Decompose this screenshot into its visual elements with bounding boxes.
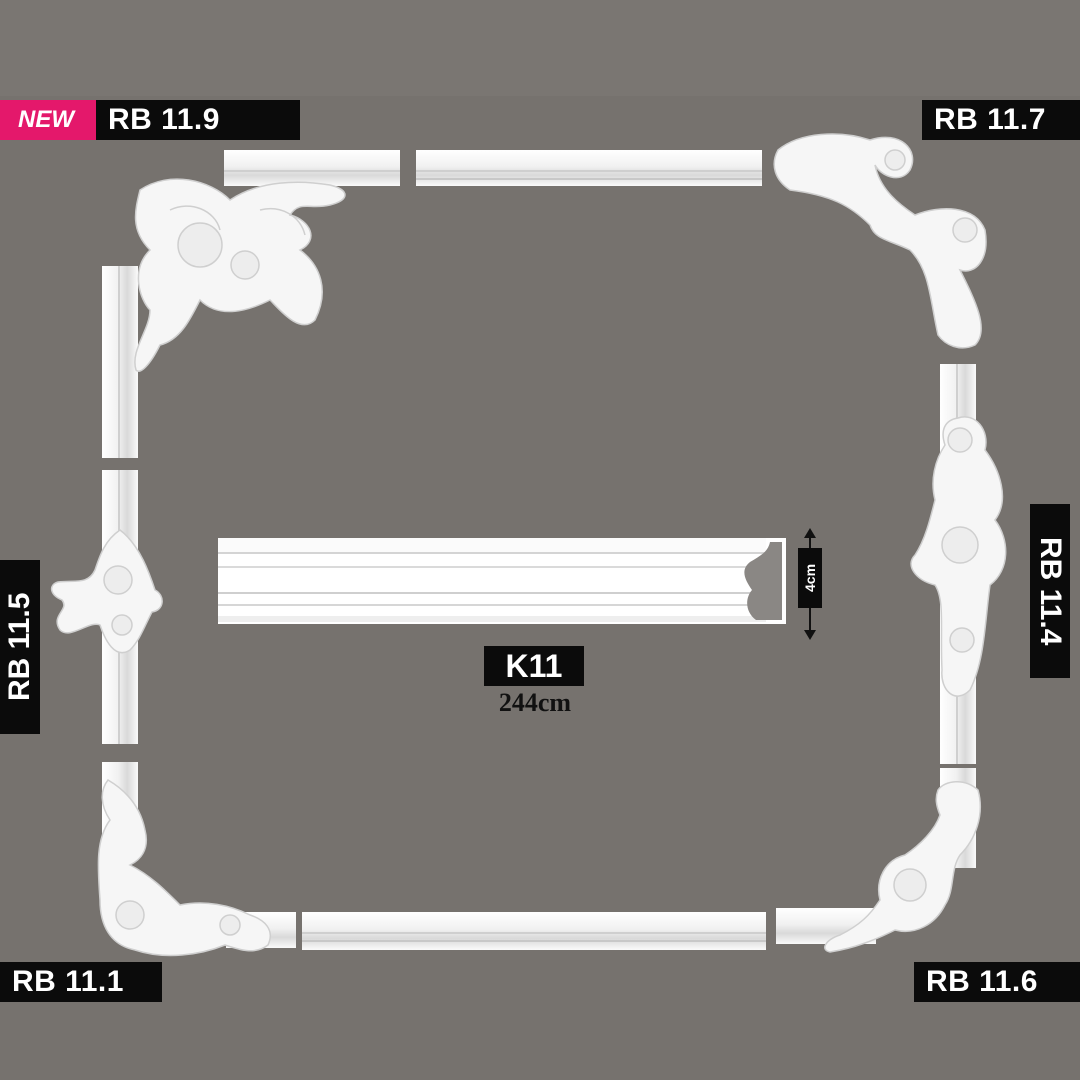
profile-code: K11: [484, 646, 584, 686]
top-left-straight-piece: [224, 150, 400, 186]
label-rb-11-1: RB 11.1: [0, 962, 162, 1002]
k11-profile: [218, 538, 786, 624]
label-rb-11-7: RB 11.7: [922, 100, 1080, 140]
bottom-moulding: [302, 912, 766, 950]
label-rb-11-6: RB 11.6: [914, 962, 1080, 1002]
top-moulding: [416, 150, 762, 186]
top-band: [0, 0, 1080, 96]
ornament-center-icon: [50, 529, 163, 654]
profile-length: 244cm: [498, 688, 572, 717]
label-rb-11-4: RB 11.4: [1030, 504, 1070, 678]
arrow-up-icon: [804, 528, 816, 538]
ornament-corner-icon: [97, 779, 271, 957]
ornament-corner-icon: [824, 781, 982, 953]
arrow-down-icon: [804, 630, 816, 640]
ornament-corner-icon: [134, 178, 346, 372]
label-rb-11-9: RB 11.9: [96, 100, 300, 140]
left-upper-moulding: [102, 266, 138, 458]
ornament-corner-icon: [773, 133, 987, 349]
ornament-center-icon: [910, 416, 1007, 697]
height-label: 4cm: [798, 548, 822, 608]
